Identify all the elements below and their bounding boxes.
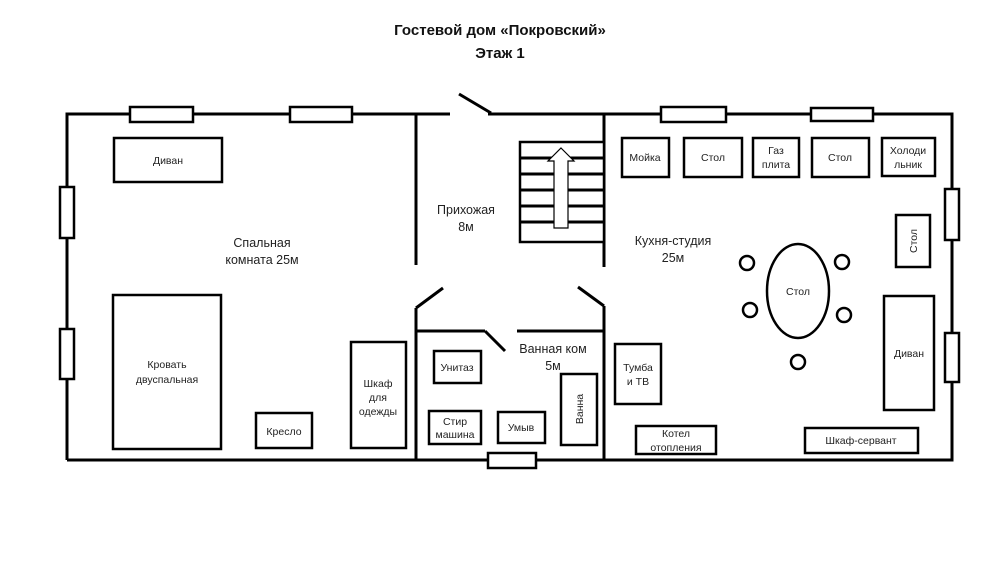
- side-table[interactable]: Стол: [894, 213, 932, 269]
- room-label-hall: Прихожая: [437, 203, 495, 217]
- bathtub[interactable]: Ванна: [559, 372, 599, 447]
- window: [809, 106, 875, 123]
- room-area-hall: 8м: [458, 220, 474, 234]
- interior-walls: [414, 114, 606, 460]
- side-table-label: Стол: [908, 229, 920, 253]
- dining-chairs: [738, 253, 853, 371]
- boiler-label-1: Котел: [662, 428, 690, 440]
- room-label-bedroom: Спальная: [233, 236, 290, 250]
- window: [58, 185, 76, 240]
- washing-machine[interactable]: Стир машина: [427, 409, 483, 446]
- boiler[interactable]: Котел отопления: [634, 424, 718, 456]
- wardrobe-label-3: одежды: [359, 406, 397, 418]
- room-area-bedroom: комната 25м: [225, 253, 298, 267]
- dining-table[interactable]: Стол: [765, 242, 831, 340]
- wardrobe[interactable]: Шкаф для одежды: [349, 340, 408, 450]
- window: [486, 451, 538, 470]
- kitchen-sofa-label: Диван: [894, 348, 924, 360]
- entrance-door[interactable]: [458, 92, 492, 115]
- fridge-label-2: льник: [894, 159, 922, 171]
- double-bed[interactable]: Кровать двуспальная: [111, 293, 223, 451]
- armchair-label: Кресло: [266, 426, 301, 438]
- counter-1-label: Стол: [701, 152, 725, 164]
- washbasin[interactable]: Умыв: [496, 410, 547, 445]
- bedroom-sofa[interactable]: Диван: [112, 136, 224, 184]
- gas-stove[interactable]: Газ плита: [751, 136, 801, 179]
- tv-stand[interactable]: Тумба и ТВ: [613, 342, 663, 406]
- bedroom-door[interactable]: [415, 286, 444, 310]
- dining-table-label: Стол: [786, 286, 810, 298]
- sideboard-label: Шкаф-сервант: [825, 435, 896, 447]
- window: [659, 105, 728, 124]
- kitchen-sink[interactable]: Мойка: [620, 136, 671, 179]
- window: [128, 105, 195, 124]
- stove-label-1: Газ: [768, 145, 784, 157]
- tv-stand-label-1: Тумба: [623, 362, 653, 374]
- staircase: [518, 140, 606, 244]
- washbasin-label: Умыв: [508, 422, 535, 434]
- armchair[interactable]: Кресло: [254, 411, 314, 450]
- window: [943, 331, 961, 384]
- room-label-kitchen: Кухня-студия: [635, 234, 712, 248]
- bed-label-1: Кровать: [147, 359, 187, 371]
- bedroom-sofa-label: Диван: [153, 155, 183, 167]
- chair[interactable]: [741, 301, 759, 319]
- counter-2-label: Стол: [828, 152, 852, 164]
- toilet[interactable]: Унитаз: [432, 349, 483, 385]
- bathtub-label: Ванна: [574, 394, 586, 424]
- bed-label-2: двуспальная: [136, 374, 198, 386]
- counter-1[interactable]: Стол: [682, 136, 744, 179]
- washer-label-1: Стир: [443, 416, 467, 428]
- window: [943, 187, 961, 242]
- stairs-up-arrow-icon: [546, 147, 576, 229]
- fridge-label-1: Холоди: [890, 145, 926, 157]
- wardrobe-label-1: Шкаф: [364, 378, 393, 390]
- fridge[interactable]: Холоди льник: [880, 136, 937, 178]
- room-area-bathroom: 5м: [545, 359, 561, 373]
- chair[interactable]: [835, 306, 853, 324]
- chair[interactable]: [789, 353, 807, 371]
- window: [288, 105, 354, 124]
- tv-stand-label-2: и ТВ: [627, 376, 649, 388]
- plan-subtitle: Этаж 1: [475, 45, 525, 62]
- window: [58, 327, 76, 381]
- washer-label-2: машина: [436, 429, 475, 441]
- counter-2[interactable]: Стол: [810, 136, 871, 179]
- plan-title: Гостевой дом «Покровский»: [394, 22, 606, 39]
- kitchen-door[interactable]: [577, 285, 605, 308]
- kitchen-sofa[interactable]: Диван: [882, 294, 936, 412]
- room-label-bathroom: Ванная ком: [519, 342, 586, 356]
- kitchen-sink-label: Мойка: [629, 152, 660, 164]
- chair[interactable]: [833, 253, 851, 271]
- sideboard[interactable]: Шкаф-сервант: [803, 426, 920, 455]
- chair[interactable]: [738, 254, 756, 272]
- room-area-kitchen: 25м: [662, 251, 685, 265]
- bathroom-door[interactable]: [483, 329, 507, 353]
- boiler-label-2: отопления: [650, 442, 701, 454]
- windows: [58, 105, 961, 470]
- wardrobe-label-2: для: [369, 392, 387, 404]
- toilet-label: Унитаз: [440, 362, 473, 374]
- stove-label-2: плита: [762, 159, 790, 171]
